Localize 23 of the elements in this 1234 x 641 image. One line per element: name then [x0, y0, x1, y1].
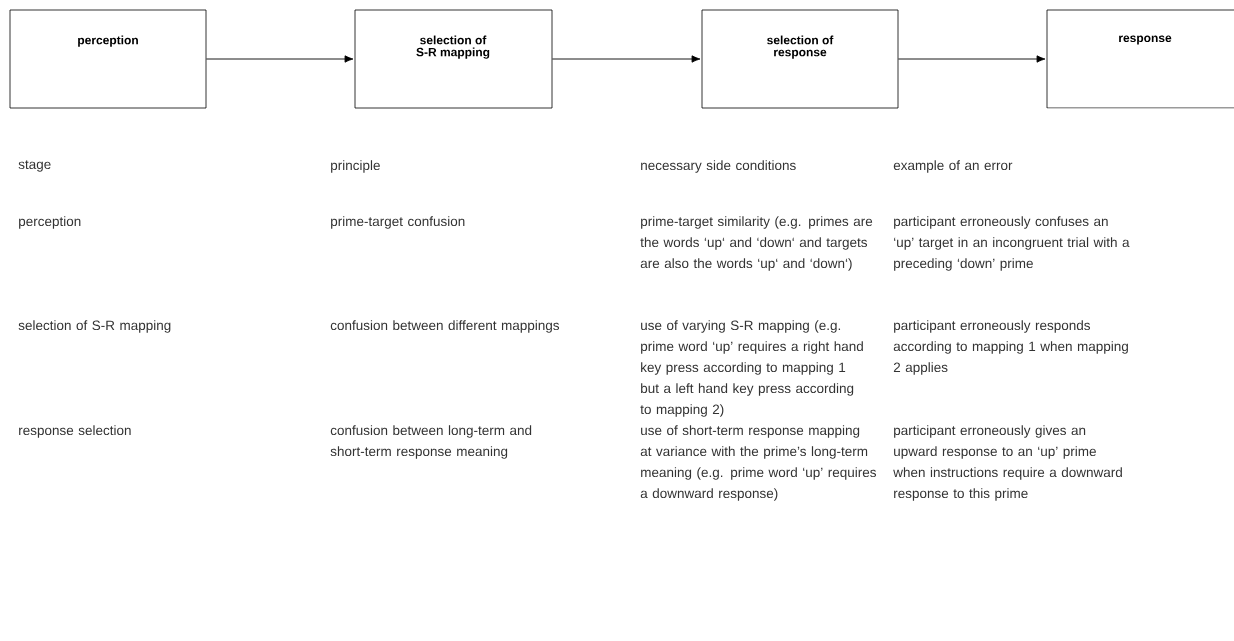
- arrow: [897, 55, 1046, 63]
- table-text: response selection: [19, 425, 131, 438]
- process-box: response: [1046, 9, 1234, 109]
- table-text: use of varying S-R mapping (e.g. prime word ‘up’ requires a right hand key press according to mapping 1 but a left hand key press according to mapping 2): [640, 320, 863, 417]
- table-text: participant erroneously gives an upward response to an ‘up’ prime when instructions require a downward response to this prime: [893, 425, 1122, 501]
- table-text: perception: [19, 216, 81, 229]
- arrow: [551, 55, 701, 63]
- table-text: confusion between different mappings: [330, 320, 560, 333]
- table-text: participant erroneously responds according to mapping 1 when mapping 2 applies: [893, 320, 1128, 375]
- table-text: prime-target similarity (e.g. primes are the words ‘up‘ and ‘down‘ and targets are also the words ‘up‘ and ‘down‘): [640, 216, 873, 271]
- process-box: selection of response: [701, 9, 899, 109]
- column-heading: example of an error: [893, 160, 1013, 173]
- column-heading: stage: [18, 160, 51, 172]
- table-text: participant erroneously confuses an ‘up’ target in an incongruent trial with a preceding ‘down’ prime: [894, 216, 1130, 271]
- arrow: [205, 55, 354, 63]
- table-text: confusion between long-term and short-term response meaning: [330, 425, 532, 459]
- column-heading: principle: [331, 160, 380, 173]
- process-box: selection of S-R mapping: [354, 9, 553, 109]
- process-box: perception: [9, 9, 207, 109]
- table-text: selection of S-R mapping: [18, 320, 171, 333]
- table-text: use of short-term response mapping at variance with the prime’s long-term meaning (e.g. prime word ‘up’ requires a downward response): [640, 425, 876, 501]
- table-text: prime-target confusion: [331, 216, 465, 229]
- column-heading: necessary side conditions: [641, 160, 796, 173]
